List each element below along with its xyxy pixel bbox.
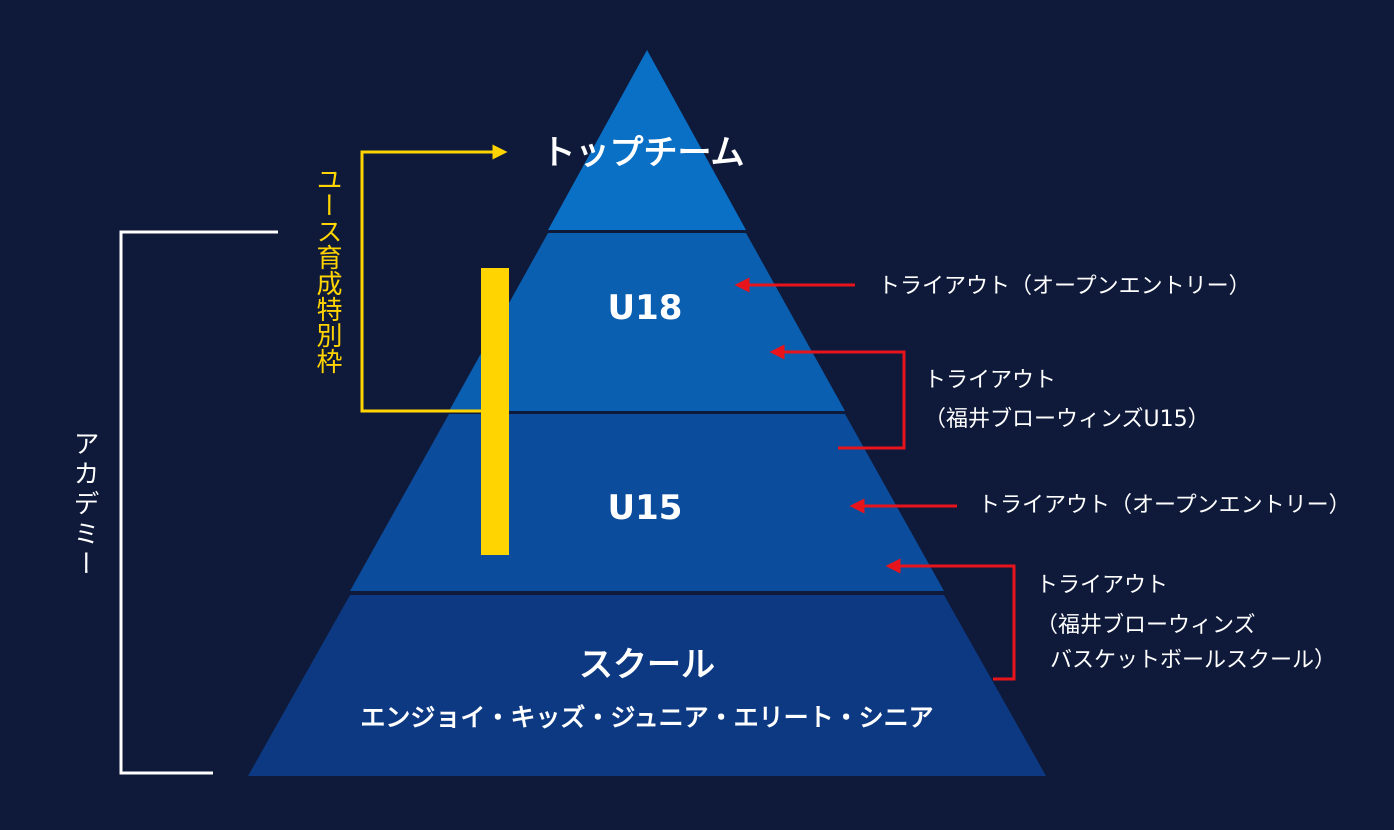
youth-special-label: ユース育成特別枠	[312, 166, 342, 374]
tryout-school-line3: バスケットボールスクール）	[1050, 648, 1336, 673]
school-courses-label: エンジョイ・キッズ・ジュニア・エリート・シニア	[360, 703, 933, 732]
tryout-open-entry-u15-text: トライアウト（オープンエントリー）	[978, 493, 1351, 518]
tier-top-team	[548, 50, 746, 230]
youth-special-arrow	[360, 144, 508, 413]
school-label: スクール	[579, 645, 715, 685]
tryout-school-line2: （福井ブローウィンズ	[1036, 613, 1256, 638]
arrow-school-to-u15	[885, 558, 1016, 681]
u15-label: U15	[608, 488, 683, 528]
arrow-u15-to-u18	[769, 344, 906, 450]
tryout-u15-line2: （福井ブローウィンズU15）	[924, 407, 1210, 432]
youth-special-bar	[481, 268, 509, 555]
academy-bracket	[119, 230, 278, 775]
u18-label: U18	[608, 288, 683, 328]
tier-school	[248, 595, 1046, 776]
tryout-open-entry-u18-text: トライアウト（オープンエントリー）	[878, 274, 1251, 299]
tryout-school-line1: トライアウト	[1036, 573, 1168, 598]
tryout-u15-line1: トライアウト	[924, 368, 1056, 393]
academy-label: アカデミー	[69, 430, 99, 580]
top-team-label: トップチーム	[542, 133, 745, 173]
